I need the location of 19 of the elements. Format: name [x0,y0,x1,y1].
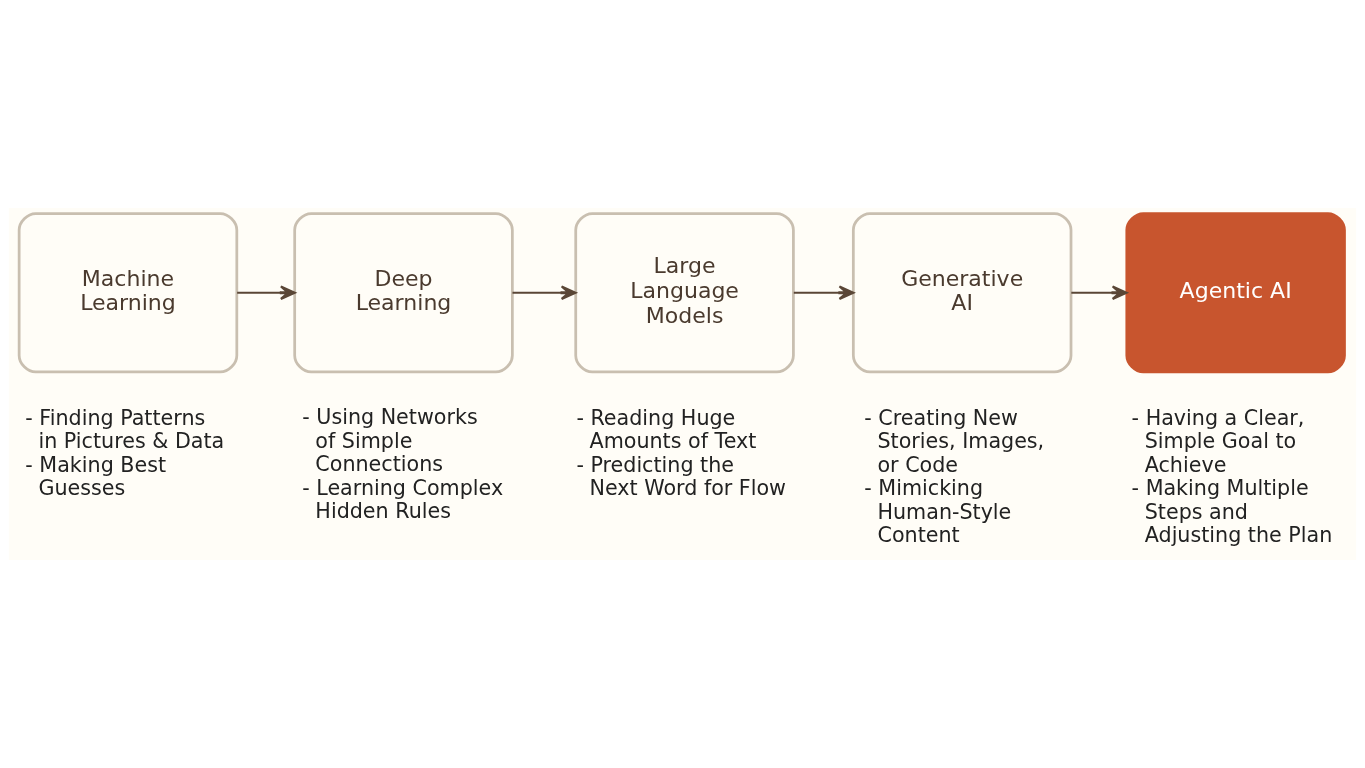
arrow [512,285,577,301]
node-box: Deep Learning [293,212,514,374]
node-label: - Making Best Guesses [25,452,167,501]
node-label: - Reading Huge Amounts of Text [576,405,757,454]
arrow [793,285,855,301]
node-label: - Learning Complex Hidden Rules [302,475,504,523]
arrow [237,285,296,301]
node-label: - Making Multiple Steps and Adjusting the Plan [1131,476,1333,548]
node-box: Machine Learning [17,212,239,374]
node-box: Agentic AI [1125,212,1346,374]
node-box: Large Language Models [574,212,795,374]
node-label: - Creating New Stories, Images, or Code [864,405,1045,477]
node-label: - Having a Clear, Simple Goal to Achieve [1131,405,1305,477]
node-label: - Using Networks of Simple Connections [302,405,478,477]
node-box: Generative AI [851,212,1073,374]
node-label: - Predicting the Next Word for Flow [576,452,787,501]
node-label: - Finding Patterns in Pictures & Data [25,405,225,454]
arrow [1071,285,1128,301]
node-label: - Mimicking Human-Style Content [864,476,1012,548]
